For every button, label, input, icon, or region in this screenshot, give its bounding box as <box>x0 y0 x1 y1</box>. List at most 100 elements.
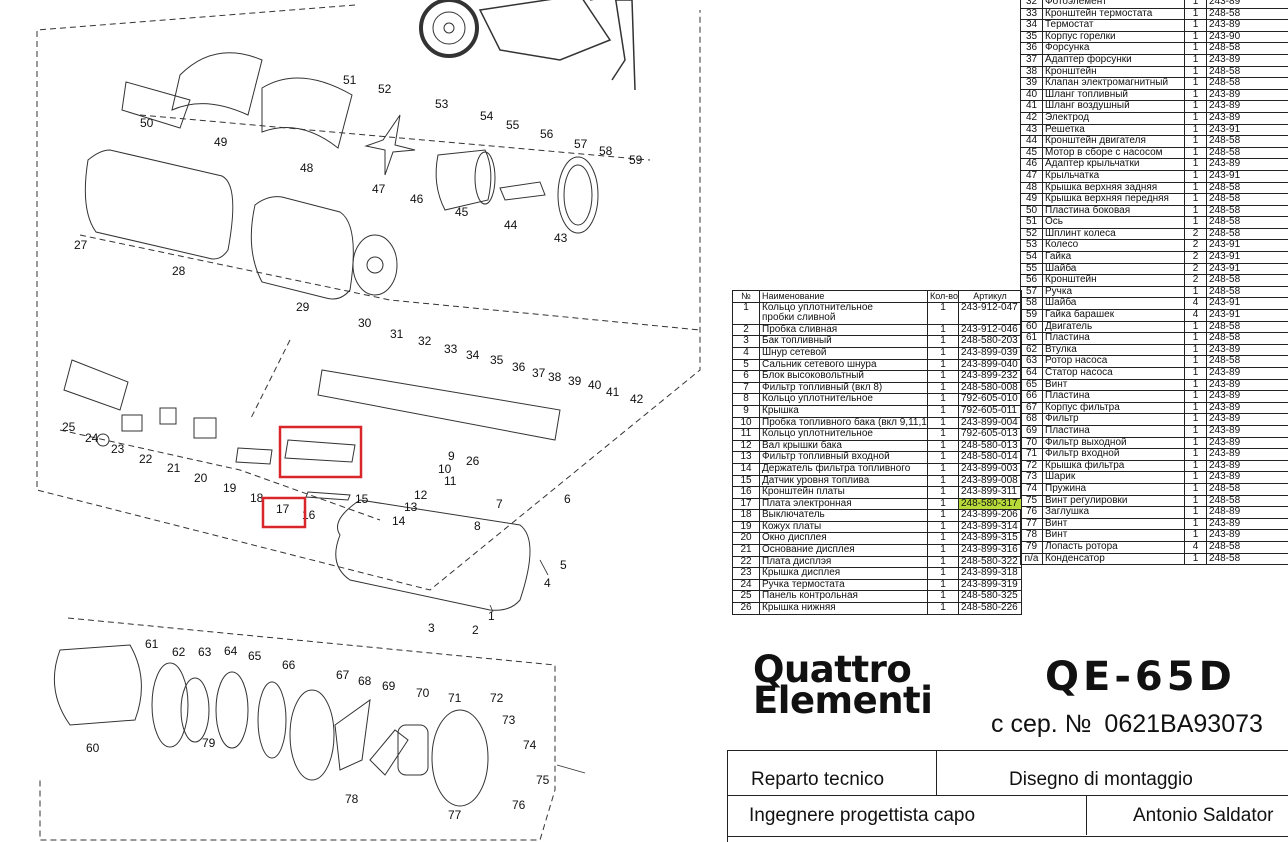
row-article-highlighted: 248-580-317 <box>958 497 1022 511</box>
row-name: Блок высоковольтный <box>759 370 928 383</box>
row-article: 243-912-047 <box>958 301 1022 325</box>
row-name: Держатель фильтра топливного <box>759 462 928 476</box>
exploded-diagram: 1 2 3 4 5 6 7 8 9 10 11 12 13 14 15 16 1… <box>36 0 701 841</box>
callout: 40 <box>588 378 602 392</box>
row-name: Ручка термостата <box>759 578 928 592</box>
row-no: 79 <box>1020 540 1043 554</box>
callout: 72 <box>490 691 504 705</box>
fuel-tank <box>335 499 531 611</box>
row-no: 11 <box>732 428 760 441</box>
row-name: Пробка топливного бака (вкл 9,11,12) <box>759 416 928 430</box>
row-name: Кронштейн <box>1042 274 1185 287</box>
row-article: 243-899-311 <box>958 486 1022 499</box>
row-article: 248-58 <box>1206 7 1288 21</box>
motor-face <box>474 151 496 205</box>
row-article: 243-899-318 <box>958 567 1022 580</box>
row-no: 46 <box>1020 158 1043 171</box>
row-name: Пробка сливная <box>759 323 928 337</box>
row-no: 48 <box>1020 181 1043 195</box>
row-no: 38 <box>1020 65 1043 79</box>
row-qty: 1 <box>1184 7 1207 21</box>
row-qty: 1 <box>1184 471 1207 484</box>
display-row-baseline <box>59 429 381 521</box>
callout: 59 <box>629 153 643 167</box>
callout: 28 <box>172 264 186 278</box>
row-qty: 4 <box>1184 297 1207 311</box>
row-qty: 1 <box>1184 355 1207 368</box>
row-qty: 1 <box>927 462 959 476</box>
callout: 20 <box>194 471 208 485</box>
row-qty: 1 <box>1184 19 1207 32</box>
row-no: 33 <box>1020 7 1043 21</box>
row-qty: 1 <box>927 393 959 406</box>
row-name: Кожух платы <box>759 520 928 534</box>
row-name: Мотор в сборе с насосом <box>1042 146 1185 160</box>
callout: 29 <box>296 300 310 314</box>
row-name-text: Вал крышки бака <box>762 440 842 451</box>
row-article: 243-89 <box>1206 413 1288 426</box>
pump-plate-2 <box>257 681 287 759</box>
row-name: Винт <box>1042 517 1185 531</box>
row-article: 243-89 <box>1206 100 1288 113</box>
row-no: 64 <box>1020 367 1043 380</box>
divider <box>936 750 937 795</box>
row-article: 243-89 <box>1206 471 1288 484</box>
callout: 26 <box>466 454 480 468</box>
row-name-text: Шнур сетевой <box>762 347 827 358</box>
row-article: 243-89 <box>1206 111 1288 125</box>
row-name-text: Ручка термостата <box>762 579 845 590</box>
row-name: Кронштейн термостата <box>1042 7 1185 21</box>
callout: 49 <box>214 135 228 149</box>
row-no: 36 <box>1020 42 1043 55</box>
row-article: 248-580-322 <box>958 555 1022 569</box>
row-no: 37 <box>1020 53 1043 67</box>
row-no: 21 <box>732 544 760 557</box>
row-no: 63 <box>1020 355 1043 368</box>
callout: 68 <box>358 674 372 688</box>
row-qty: 1 <box>1184 343 1207 357</box>
divider <box>727 836 1288 837</box>
row-qty: 1 <box>1184 494 1207 508</box>
title-block: Quattro Elementi QE-65D с сер. № 0621BA9… <box>727 650 1288 842</box>
row-qty: 1 <box>1184 0 1207 9</box>
callout: 61 <box>145 637 159 651</box>
row-qty: 1 <box>1184 135 1207 148</box>
row-qty: 1 <box>1184 77 1207 90</box>
row-name-text: Плата дисплэя <box>762 556 832 567</box>
row-name: Фильтр выходной <box>1042 436 1185 450</box>
pump-stator <box>215 671 249 749</box>
row-article: 248-580-203 <box>958 335 1022 348</box>
row-article: 248-58 <box>1206 65 1288 79</box>
row-qty: 1 <box>1184 193 1207 206</box>
row-article: 243-91 <box>1206 169 1288 183</box>
row-name-text: Крышка дисплея <box>762 567 841 579</box>
row-name: Шайба <box>1042 262 1185 276</box>
row-article: 243-89 <box>1206 459 1288 473</box>
row-article: 243-912-046 <box>958 323 1022 337</box>
row-name: Шланг топливный <box>1042 88 1185 102</box>
serial-row: с сер. № 0621BA93073 <box>991 710 1263 739</box>
callout: 78 <box>345 792 359 806</box>
row-no: 3 <box>732 335 760 348</box>
callout: 44 <box>504 218 518 232</box>
row-qty: 1 <box>927 370 959 383</box>
row-article: 248-580-014 <box>958 451 1022 464</box>
callout: 57 <box>574 137 588 151</box>
callout: 4 <box>544 576 551 590</box>
frame <box>478 0 636 91</box>
callout: 45 <box>455 205 469 219</box>
